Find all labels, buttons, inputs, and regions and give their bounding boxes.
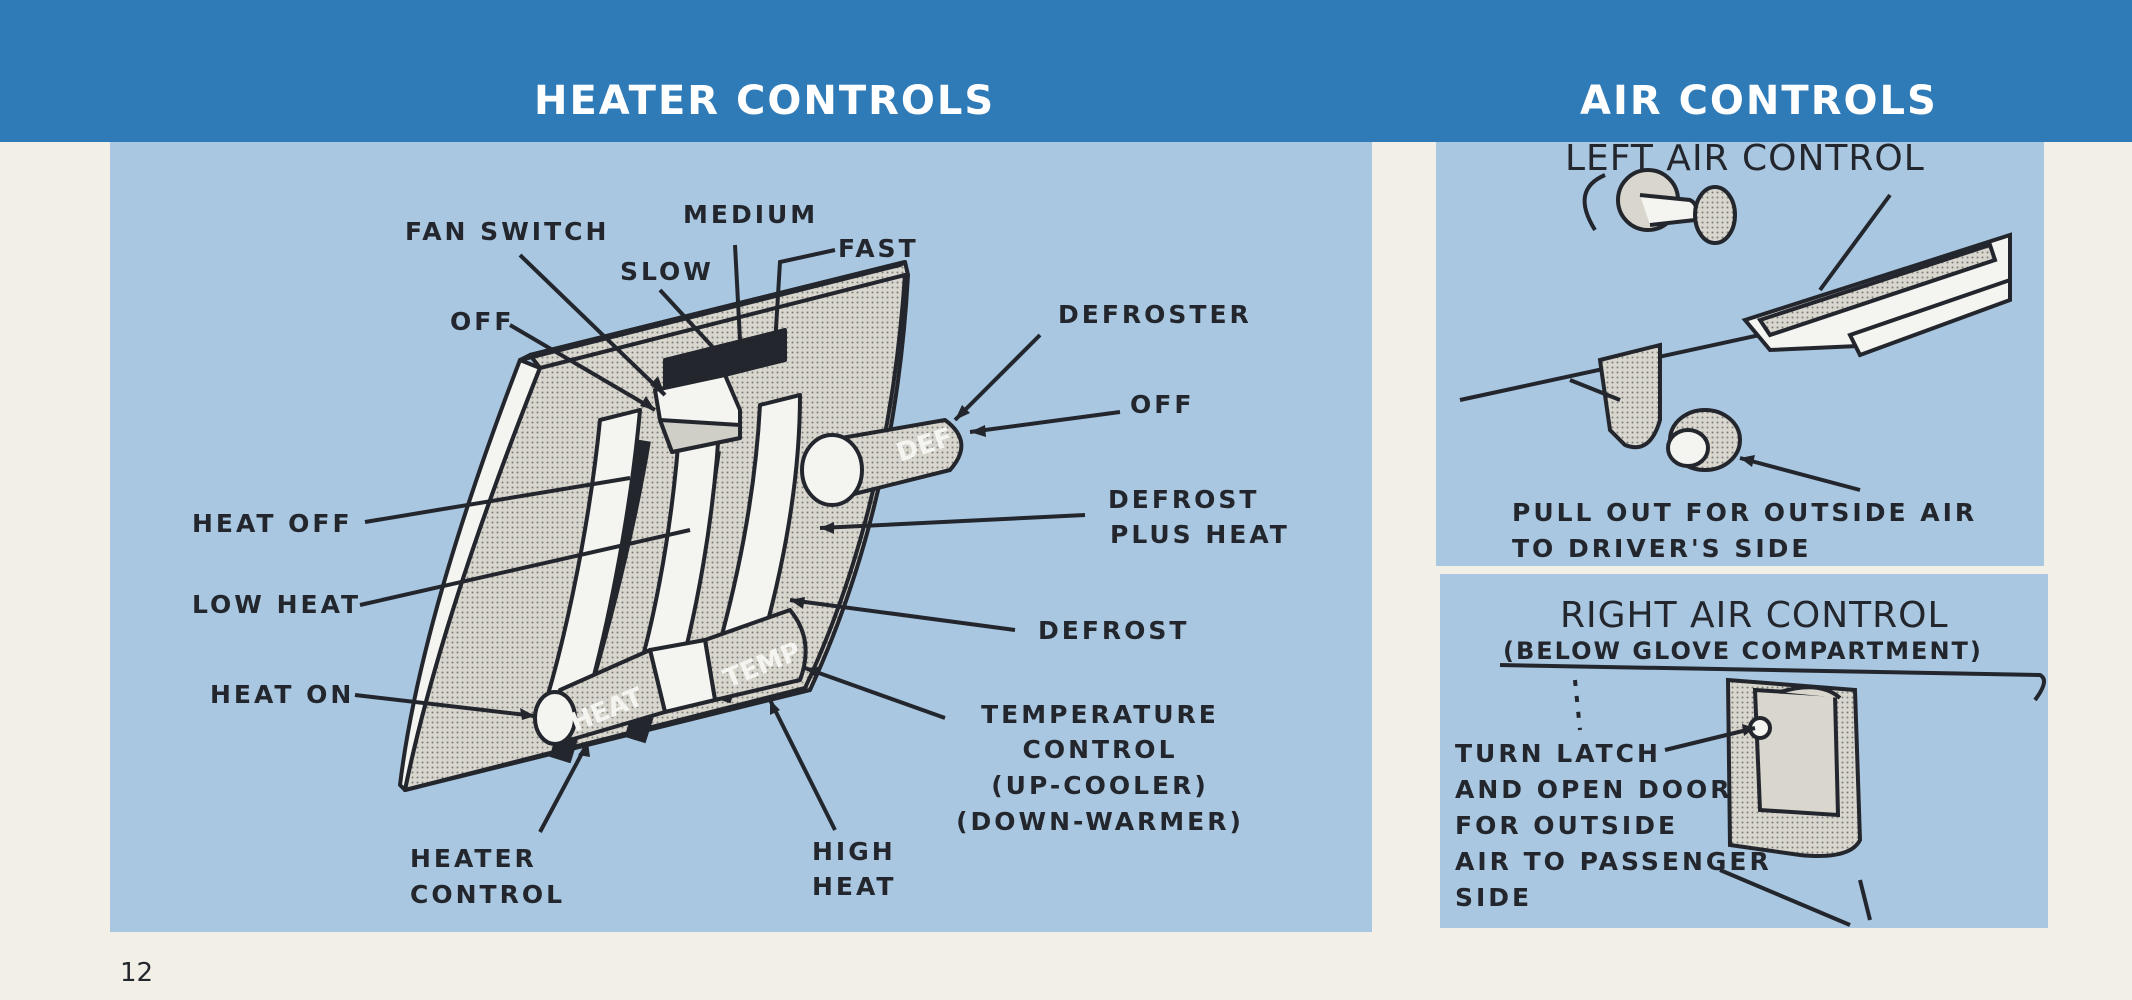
left-air-caption-line2: TO DRIVER'S SIDE	[1512, 534, 1812, 563]
label-defrost-plus-heat-line2: PLUS HEAT	[1110, 520, 1290, 549]
label-heat-off: HEAT OFF	[192, 509, 353, 538]
air-controls-title: AIR CONTROLS	[1580, 78, 1938, 124]
label-high-heat-line2: HEAT	[812, 872, 897, 901]
left-air-illustration	[1459, 168, 2012, 492]
label-heater-control-line2: CONTROL	[410, 880, 566, 909]
label-temperature-control-line3: (UP-COOLER)	[991, 771, 1209, 800]
left-air-panel	[1436, 142, 2044, 566]
left-air-control-heading: LEFT AIR CONTROL	[1565, 138, 1925, 179]
label-fast: FAST	[838, 234, 919, 263]
label-fan-switch: FAN SWITCH	[405, 217, 610, 246]
label-low-heat: LOW HEAT	[192, 590, 362, 619]
right-air-caption-line4: AIR TO PASSENGER	[1455, 847, 1772, 876]
right-air-control-subheading: (BELOW GLOVE COMPARTMENT)	[1503, 637, 1983, 665]
label-temperature-control-line4: (DOWN-WARMER)	[956, 807, 1244, 836]
heater-arrowheads	[520, 376, 986, 757]
label-off-fan: OFF	[450, 307, 515, 336]
label-heater-control-line1: HEATER	[410, 844, 537, 873]
page-number: 12	[120, 958, 154, 988]
left-air-caption-line1: PULL OUT FOR OUTSIDE AIR	[1512, 498, 1978, 527]
right-air-control-heading: RIGHT AIR CONTROL	[1560, 595, 1949, 636]
label-defrost-plus-heat-line1: DEFROST	[1108, 485, 1260, 514]
label-off-def: OFF	[1130, 390, 1195, 419]
right-air-caption-line5: SIDE	[1455, 883, 1533, 912]
label-temperature-control-line2: CONTROL	[1022, 735, 1178, 764]
heater-leader-lines	[354, 244, 1121, 833]
right-air-caption-line2: AND OPEN DOOR	[1455, 775, 1733, 804]
label-defrost: DEFROST	[1038, 616, 1190, 645]
label-heat-on: HEAT ON	[210, 680, 355, 709]
right-air-caption-line1: TURN LATCH	[1455, 739, 1661, 768]
heater-control-unit	[398, 260, 964, 792]
heater-controls-title: HEATER CONTROLS	[534, 78, 996, 124]
label-temperature-control-line1: TEMPERATURE	[981, 700, 1219, 729]
right-air-illustration	[1499, 663, 2046, 927]
label-defroster: DEFROSTER	[1058, 300, 1252, 329]
label-medium: MEDIUM	[683, 200, 819, 229]
label-slow: SLOW	[620, 257, 714, 286]
right-air-caption-line3: FOR OUTSIDE	[1455, 811, 1679, 840]
header-band	[0, 0, 2132, 142]
label-high-heat-line1: HIGH	[812, 837, 896, 866]
